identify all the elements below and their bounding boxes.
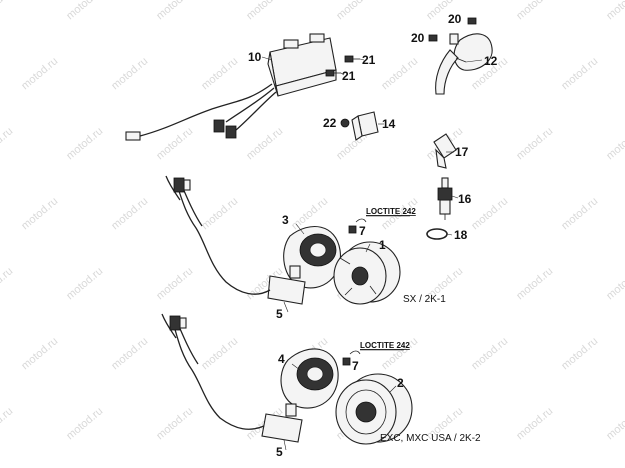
screw-20-b	[467, 17, 477, 25]
stator-plate-top	[283, 226, 341, 289]
watermark-text: motod.ru	[154, 0, 195, 22]
flywheel-top	[333, 241, 401, 305]
relay	[351, 111, 379, 141]
watermark-text: motod.ru	[64, 265, 105, 302]
callout-7-bottom: 7	[352, 359, 359, 373]
watermark-text: motod.ru	[154, 125, 195, 162]
watermark-text: motod.ru	[154, 265, 195, 302]
cdi-unit	[125, 33, 337, 141]
watermark-text: motod.ru	[19, 335, 60, 372]
ignition-coil	[435, 33, 493, 95]
watermark-text: motod.ru	[604, 405, 625, 442]
o-ring	[426, 228, 448, 240]
watermark-text: motod.ru	[0, 405, 15, 442]
watermark-text: motod.ru	[469, 335, 510, 372]
watermark-text: motod.ru	[514, 0, 555, 22]
callout-10: 10	[248, 50, 262, 64]
callout-18: 18	[454, 228, 468, 242]
watermark-text: motod.ru	[19, 55, 60, 92]
watermark-text: motod.ru	[109, 55, 150, 92]
callout-5-bottom: 5	[276, 445, 283, 459]
watermark-text: motod.ru	[514, 265, 555, 302]
watermark-text: motod.ru	[154, 405, 195, 442]
watermark-text: motod.ru	[199, 195, 240, 232]
flywheel-bottom	[335, 373, 413, 445]
spark-plug	[437, 177, 453, 220]
watermark-text: motod.ru	[0, 0, 15, 22]
watermark-text: motod.ru	[19, 195, 60, 232]
callout-12: 12	[484, 54, 498, 68]
watermark-text: motod.ru	[379, 55, 420, 92]
pickup-bottom	[261, 403, 303, 443]
callout-1: 1	[379, 238, 386, 252]
variant-label-top: SX / 2K-1	[403, 294, 446, 305]
callout-5-top: 5	[276, 307, 283, 321]
callout-2: 2	[397, 376, 404, 390]
callout-21-a: 21	[362, 53, 376, 67]
watermark-text: motod.ru	[0, 125, 15, 162]
watermark-text: motod.ru	[0, 265, 15, 302]
watermark-text: motod.ru	[64, 0, 105, 22]
nut-22	[340, 118, 350, 128]
callout-20-b: 20	[448, 12, 462, 26]
callout-4: 4	[278, 352, 285, 366]
watermark-text: motod.ru	[244, 125, 285, 162]
watermark-text: motod.ru	[604, 265, 625, 302]
loctite-note-bottom: LOCTITE 242	[360, 341, 410, 350]
variant-label-bottom: EXC, MXC USA / 2K-2	[380, 433, 481, 444]
watermark-text: motod.ru	[64, 405, 105, 442]
watermark-text: motod.ru	[244, 0, 285, 22]
callout-14: 14	[382, 117, 396, 131]
watermark-text: motod.ru	[559, 55, 600, 92]
callout-16: 16	[458, 192, 472, 206]
watermark-text: motod.ru	[109, 195, 150, 232]
loctite-note-top: LOCTITE 242	[366, 207, 416, 216]
watermark-text: motod.ru	[604, 125, 625, 162]
watermark-text: motod.ru	[559, 335, 600, 372]
watermark-text: motod.ru	[334, 0, 375, 22]
watermark-text: motod.ru	[64, 125, 105, 162]
wiring-bottom	[161, 313, 265, 430]
watermark-text: motod.ru	[469, 195, 510, 232]
callout-3: 3	[282, 213, 289, 227]
watermark-text: motod.ru	[514, 405, 555, 442]
watermark-text: motod.ru	[559, 195, 600, 232]
watermark-text: motod.ru	[199, 55, 240, 92]
nut-7-top	[348, 218, 367, 234]
watermark-text: motod.ru	[199, 335, 240, 372]
leader-lines	[261, 56, 483, 451]
wiring-top	[165, 175, 271, 295]
nut-7-bottom	[342, 350, 361, 366]
screw-21-a	[344, 55, 360, 63]
watermark-text: motod.ru	[604, 0, 625, 22]
watermark-text: motod.ru	[109, 335, 150, 372]
callout-7-top: 7	[359, 224, 366, 238]
callout-20-a: 20	[411, 31, 425, 45]
screw-21-b	[325, 69, 341, 77]
callout-17: 17	[455, 145, 469, 159]
watermark-text: motod.ru	[514, 125, 555, 162]
stator-plate-bottom	[280, 348, 339, 409]
callout-21-b: 21	[342, 69, 356, 83]
callout-22: 22	[323, 116, 337, 130]
screw-20-a	[428, 34, 438, 42]
